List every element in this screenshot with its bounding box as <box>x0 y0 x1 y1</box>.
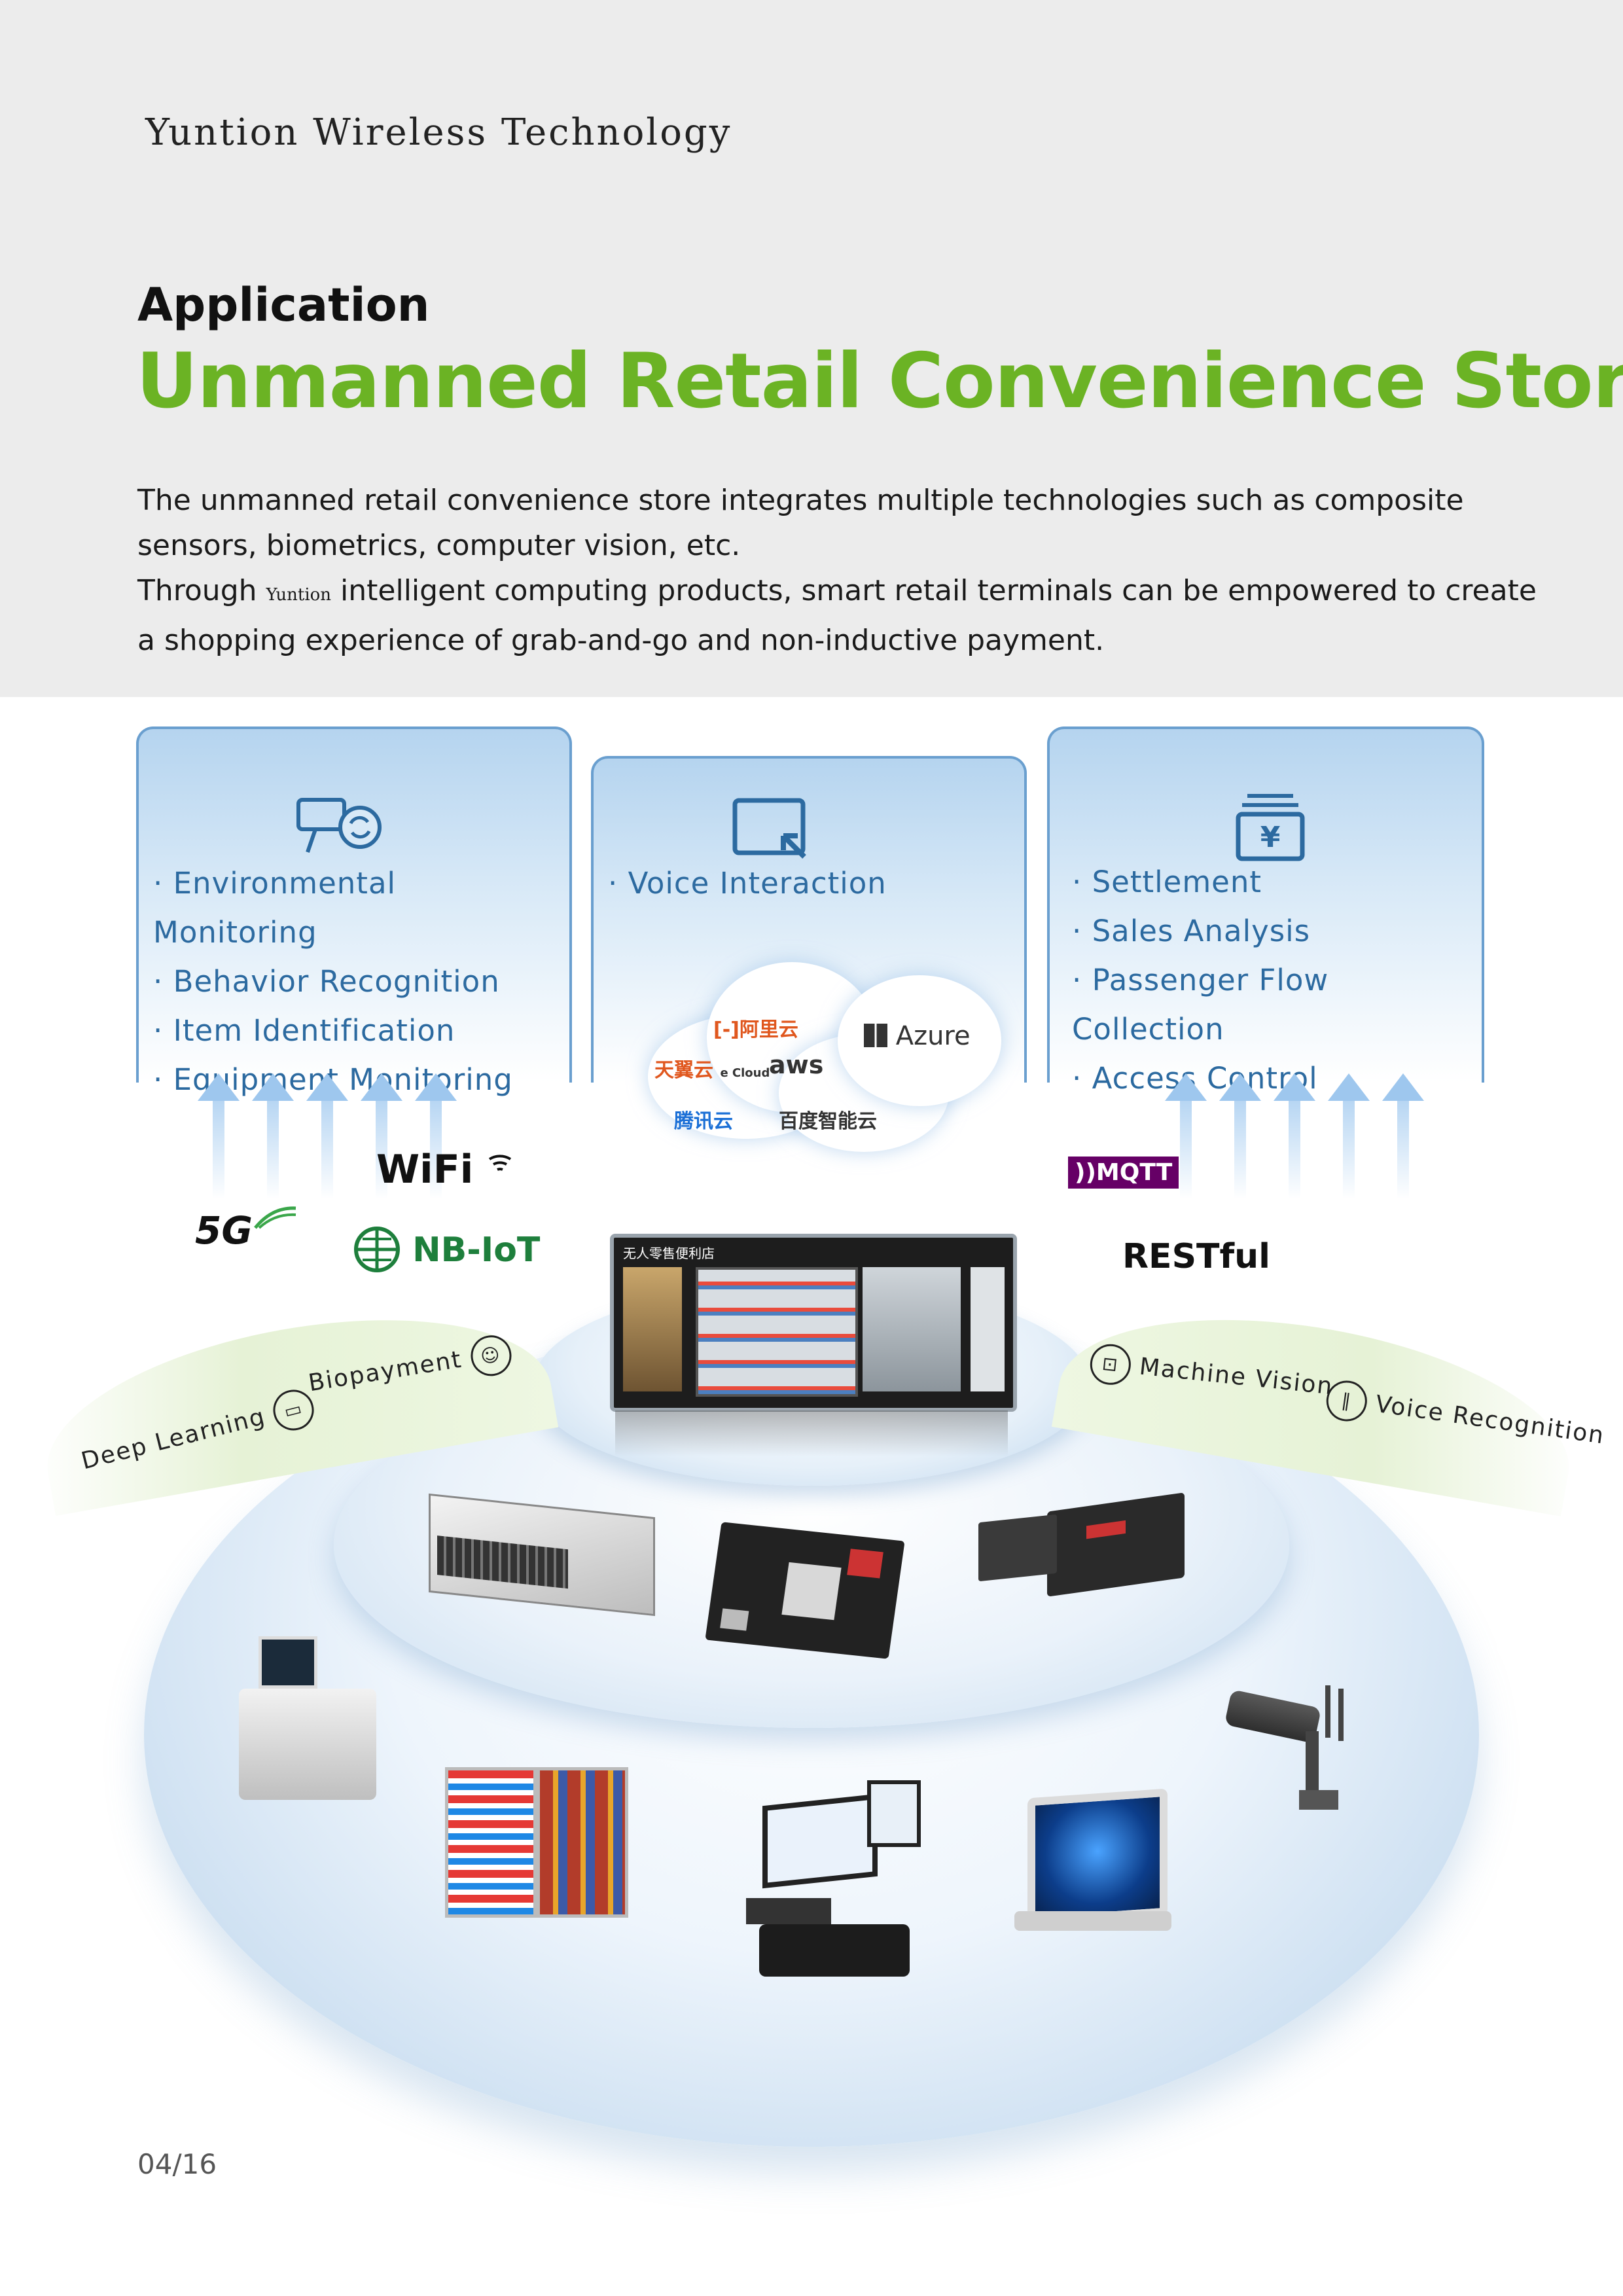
mqtt-signal-icon: )) <box>1075 1159 1096 1186</box>
restful-logo: RESTful <box>1122 1237 1270 1276</box>
intro-paragraph-2: Through Yuntion intelligent computing pr… <box>137 574 1537 657</box>
soundwave-icon: ∥ <box>1323 1378 1370 1424</box>
mini-pc <box>978 1514 1057 1582</box>
screen-cursor-icon <box>732 798 806 859</box>
tianyi-logo: 天翼云 e Cloud <box>654 1059 770 1082</box>
signal-swoosh-icon <box>254 1206 296 1229</box>
store-screen: 无人零售便利店 <box>610 1234 1017 1412</box>
panel-business: ¥ Settlement Sales Analysis Passenger Fl… <box>1047 726 1484 1096</box>
brand-name: Yuntion Wireless Technology <box>145 111 732 154</box>
mqtt-logo: ))MQTT <box>1068 1157 1179 1189</box>
list-item: Sales Analysis <box>1072 906 1482 956</box>
user-icon: ☺ <box>467 1332 514 1379</box>
baidu-logo: 百度智能云 <box>779 1110 877 1133</box>
azure-logo: Azure <box>864 1021 971 1051</box>
screen-reflection <box>615 1410 1008 1456</box>
vending-machine <box>445 1767 628 1918</box>
vision-list: Environmental Monitoring Behavior Recogn… <box>153 859 569 1104</box>
wifi-icon <box>489 1155 512 1171</box>
dev-board <box>705 1522 905 1659</box>
svg-text:¥: ¥ <box>1260 821 1281 854</box>
5g-logo: 5G <box>195 1204 298 1253</box>
list-item: Behavior Recognition <box>153 957 569 1006</box>
list-item: Passenger Flow Collection <box>1072 956 1482 1054</box>
list-item: Voice Interaction <box>608 859 887 908</box>
screen-title: 无人零售便利店 <box>623 1246 715 1261</box>
section-label: Application <box>137 278 430 332</box>
wifi-logo: WiFi <box>376 1147 513 1193</box>
business-list: Settlement Sales Analysis Passenger Flow… <box>1072 857 1482 1103</box>
pos-terminal <box>746 1780 923 1977</box>
tencent-logo: 腾讯云 <box>674 1110 733 1133</box>
cloud-providers: [-]阿里云 Azure 天翼云 e Cloud aws 腾讯云 百度智能云 <box>648 956 1001 1158</box>
self-checkout-kiosk <box>239 1636 383 1800</box>
page-title: Unmanned Retail Convenience Store <box>136 337 1623 425</box>
windows-icon <box>864 1024 887 1047</box>
face-recognition-terminal <box>1014 1780 1171 1931</box>
robot-icon: ⊡ <box>1088 1342 1133 1387</box>
header-band <box>0 0 1623 697</box>
interaction-list: Voice Interaction <box>608 859 887 908</box>
list-item: Item Identification <box>153 1006 569 1055</box>
camera-sync-icon <box>296 798 382 853</box>
intro-brand: Yuntion <box>266 585 332 605</box>
list-item: Environmental Monitoring <box>153 859 569 957</box>
intro-text: The unmanned retail convenience store in… <box>137 478 1538 663</box>
aliyun-logo: [-]阿里云 <box>713 1018 798 1041</box>
yuan-register-icon: ¥ <box>1236 794 1305 861</box>
intro-paragraph-1: The unmanned retail convenience store in… <box>137 484 1464 562</box>
surveillance-camera <box>1224 1685 1358 1813</box>
page-number: 04/16 <box>137 2148 217 2180</box>
panel-vision: Environmental Monitoring Behavior Recogn… <box>136 726 572 1097</box>
nbiot-logo: NB-IoT <box>353 1226 540 1273</box>
aws-logo: aws <box>769 1050 824 1079</box>
globe-icon <box>354 1227 400 1272</box>
list-item: Settlement <box>1072 857 1482 906</box>
